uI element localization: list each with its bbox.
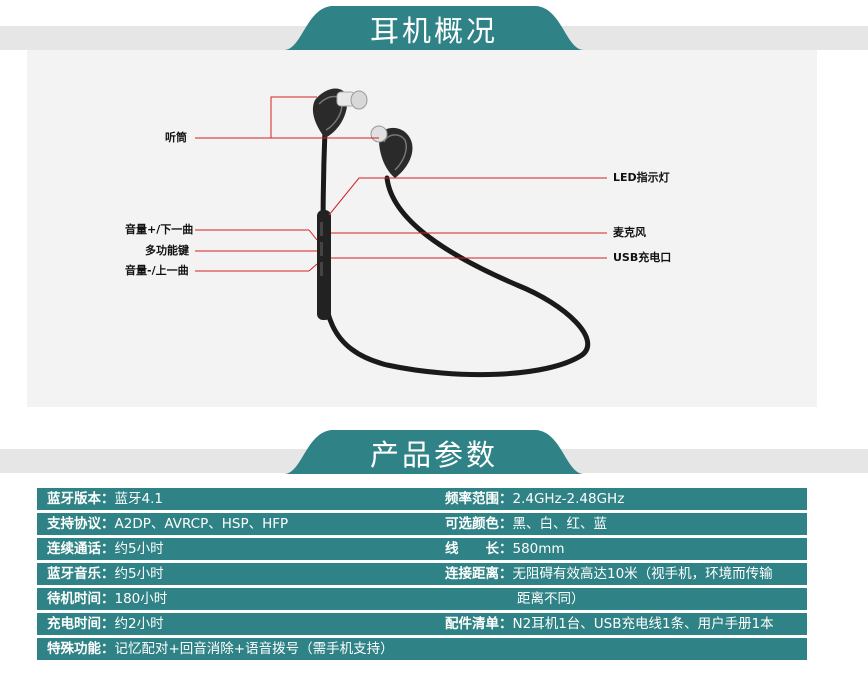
- spec-value: 约5小时: [114, 566, 164, 582]
- callout-mic: 麦克风: [613, 226, 646, 239]
- params-section-title: 产品参数: [369, 438, 498, 472]
- spec-row: 充电时间：约2小时 配件清单：N2耳机1台、USB充电线1条、用户手册1本: [37, 613, 807, 635]
- overview-section-title: 耳机概况: [369, 14, 498, 48]
- spec-value: A2DP、AVRCP、HSP、HFP: [114, 516, 289, 532]
- spec-label: 配件清单：: [445, 616, 513, 632]
- left-earbud: [312, 88, 368, 138]
- params-tab-shape: [284, 430, 584, 474]
- spec-label: 连续通话：: [47, 541, 115, 557]
- spec-value: 2.4GHz-2.48GHz: [512, 491, 625, 507]
- spec-label: 充电时间：: [47, 616, 115, 632]
- spec-label: 蓝牙版本：: [47, 491, 115, 507]
- spec-label: 支持协议：: [47, 516, 115, 532]
- overview-section-tab: 耳机概况: [284, 0, 584, 50]
- callout-led: LED指示灯: [613, 171, 670, 184]
- spec-value: 约2小时: [114, 616, 164, 632]
- specs-table: 蓝牙版本：蓝牙4.1 频率范围：2.4GHz-2.48GHz 支持协议：A2DP…: [37, 488, 807, 663]
- spec-value: 黑、白、红、蓝: [512, 516, 608, 532]
- spec-row: 连续通话：约5小时 线 长：580mm: [37, 538, 807, 560]
- spec-value: 记忆配对+回音消除+语音拨号（需手机支持）: [114, 641, 394, 657]
- spec-label: 可选颜色：: [445, 516, 513, 532]
- right-earbud: [370, 125, 413, 178]
- callout-volume-up: 音量+/下一曲: [125, 223, 194, 236]
- spec-row: 特殊功能：记忆配对+回音消除+语音拨号（需手机支持）: [37, 638, 807, 660]
- spec-row: 待机时间：180小时 距离不同）: [37, 588, 807, 610]
- control-unit: [317, 210, 331, 320]
- spec-label: 蓝牙音乐：: [47, 566, 115, 582]
- spec-value: 无阻碍有效高达10米（视手机，环境而传输: [512, 566, 773, 582]
- spec-value: 580mm: [512, 541, 565, 557]
- product-overview-panel: 听筒 LED指示灯 音量+/下一曲 麦克风 多功能键 USB充电口 音量-/上一…: [27, 50, 817, 407]
- spec-label: 待机时间：: [47, 591, 115, 607]
- spec-label: 线 长：: [445, 541, 513, 557]
- spec-label: 频率范围：: [445, 491, 513, 507]
- spec-value: 约5小时: [114, 541, 164, 557]
- spec-value: 180小时: [114, 591, 168, 607]
- spec-row: 蓝牙音乐：约5小时 连接距离：无阻碍有效高达10米（视手机，环境而传输: [37, 563, 807, 585]
- overview-tab-shape: [284, 6, 584, 50]
- spec-value: 蓝牙4.1: [114, 491, 163, 507]
- callout-tingtong: 听筒: [165, 131, 187, 144]
- earphone-cable: [320, 127, 591, 378]
- callout-usb: USB充电口: [613, 251, 672, 264]
- spec-label: 连接距离：: [445, 566, 513, 582]
- callout-lines: [195, 96, 607, 272]
- spec-value-continuation: 距离不同）: [517, 591, 585, 607]
- spec-row: 支持协议：A2DP、AVRCP、HSP、HFP 可选颜色：黑、白、红、蓝: [37, 513, 807, 535]
- spec-label: 特殊功能：: [47, 641, 115, 657]
- callout-multi-key: 多功能键: [145, 244, 189, 257]
- spec-value: N2耳机1台、USB充电线1条、用户手册1本: [512, 616, 774, 632]
- callout-volume-down: 音量-/上一曲: [125, 264, 189, 277]
- earphone-diagram: [195, 88, 607, 378]
- params-section-tab: 产品参数: [284, 424, 584, 474]
- spec-row: 蓝牙版本：蓝牙4.1 频率范围：2.4GHz-2.48GHz: [37, 488, 807, 510]
